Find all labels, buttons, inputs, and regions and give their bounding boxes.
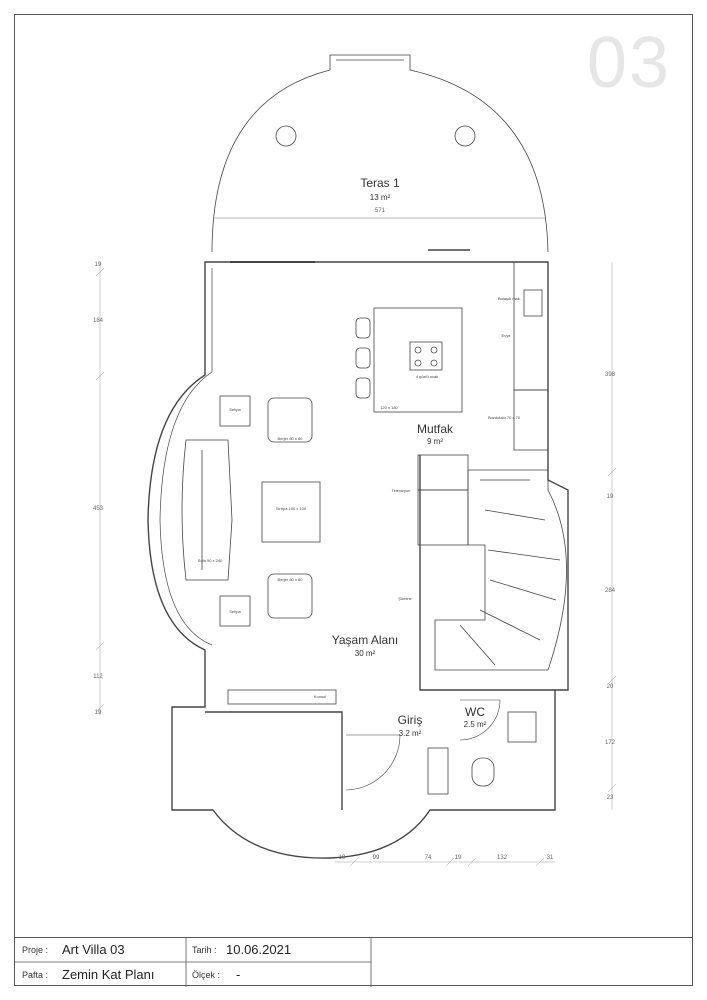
- room-name-yasam: Yaşam Alanı: [331, 633, 399, 647]
- pafta-label: Pafta :: [22, 970, 49, 980]
- dim-left-2: 184: [92, 318, 103, 324]
- room-area-mutfak: 9 m²: [427, 437, 443, 446]
- title-block: Proje : Art Villa 03 Tarih : 10.06.2021 …: [14, 937, 693, 987]
- room-name-teras: Teras 1: [360, 176, 400, 190]
- label-berjer-bottom: Berjer 80 x 80: [277, 577, 303, 582]
- dim-right-4: 20: [606, 684, 614, 690]
- coffee-table: [261, 481, 321, 543]
- label-sehpa-bottom: Sehpa: [229, 609, 241, 614]
- dim-teras: 571: [374, 208, 385, 214]
- label-konsol: Konsol: [313, 694, 327, 699]
- sehpa-top: [219, 395, 251, 427]
- konsol: [227, 689, 337, 705]
- dim-right-2: 19: [606, 494, 614, 500]
- room-name-giris: Giriş: [397, 713, 423, 727]
- label-sehpa-top: Sehpa: [229, 407, 241, 412]
- dim-bottom-3: 74: [424, 855, 432, 861]
- room-name-wc: WC: [465, 705, 485, 719]
- terrace-planter-left: [275, 125, 297, 147]
- sehpa-bottom: [219, 595, 251, 627]
- label-coffee-table: Sehpa 100 x 100: [275, 506, 307, 511]
- room-area-giris: 3.2 m²: [398, 729, 422, 738]
- pafta-value: Zemin Kat Planı: [62, 967, 155, 982]
- room-area-teras: 13 m²: [369, 193, 391, 202]
- proje-label: Proje :: [22, 945, 49, 955]
- label-berjer-top: Berjer 80 x 80: [277, 436, 303, 441]
- room-name-mutfak: Mutfak: [416, 422, 453, 436]
- staircase: [434, 469, 567, 671]
- berjer-bottom: [267, 573, 313, 619]
- dim-right-1: 398: [604, 372, 615, 378]
- proje-value: Art Villa 03: [62, 942, 125, 957]
- kitchen-counter: [513, 261, 549, 391]
- dim-right-3: 284: [604, 588, 615, 594]
- berjer-top: [267, 397, 313, 443]
- wc-toilet: [471, 757, 495, 787]
- dim-bottom-6: 31: [546, 855, 554, 861]
- label-island: 120 x 180: [380, 405, 398, 410]
- dim-bottom-1: 19: [338, 855, 346, 861]
- label-sofa: Sofa 90 x 240: [197, 558, 223, 563]
- label-ocak: 4 gözlü ocak: [415, 374, 439, 379]
- sofa: [181, 439, 233, 581]
- kitchen-island: [373, 307, 463, 413]
- dim-right-6: 23: [606, 795, 614, 801]
- terrace-outline: [211, 54, 549, 253]
- olcek-label: Ölçek :: [192, 970, 221, 980]
- label-evye: Evye: [501, 333, 511, 338]
- room-area-yasam: 30 m²: [354, 649, 376, 658]
- dim-left-5: 19: [94, 710, 102, 716]
- outer-wall: [147, 261, 569, 859]
- dim-left-1: 19: [94, 262, 102, 268]
- stair-core: [417, 454, 469, 491]
- sheet-number: 03: [586, 23, 671, 103]
- dim-bottom-4: 19: [454, 855, 462, 861]
- wc-sink: [507, 711, 537, 743]
- olcek-value: -: [236, 967, 241, 982]
- dim-right-5: 172: [604, 740, 615, 746]
- dim-bottom-5: 132: [496, 855, 507, 861]
- label-bulasik: Bulaşık mak.: [498, 296, 521, 301]
- terrace-planter-right: [454, 125, 476, 147]
- dim-bottom-2: 99: [372, 855, 380, 861]
- dim-left-3: 453: [92, 506, 103, 512]
- room-area-wc: 2.5 m²: [463, 720, 487, 729]
- tarih-label: Tarih :: [192, 945, 217, 955]
- dim-left-4: 112: [93, 674, 103, 680]
- label-buzdolabi: Buzdolabı 70 x 70: [488, 415, 521, 420]
- drawing-frame: [14, 14, 693, 986]
- label-televizyon: Televizyon: [391, 488, 411, 493]
- tarih-value: 10.06.2021: [226, 942, 292, 957]
- entrance-door: [345, 734, 401, 791]
- label-somine: Şömine: [398, 596, 412, 601]
